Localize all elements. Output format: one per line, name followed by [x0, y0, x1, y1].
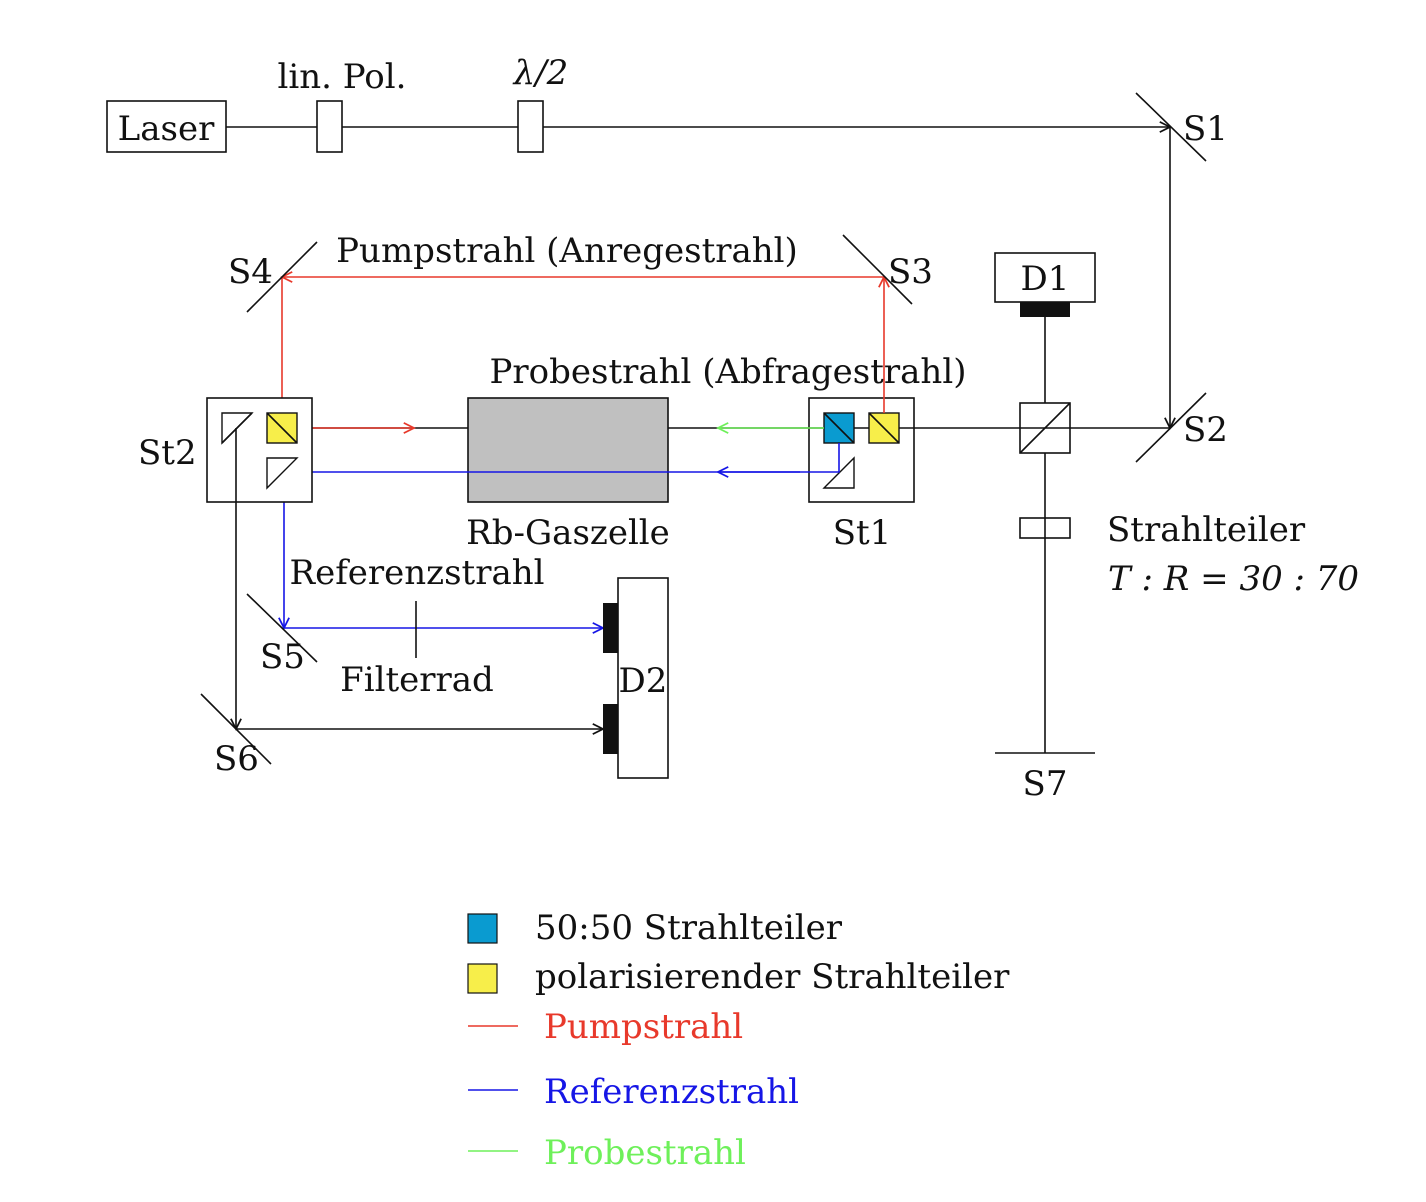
reference-beam-label: Referenzstrahl — [289, 553, 544, 593]
mirror-s1-label: S1 — [1183, 109, 1228, 149]
st1-label: St1 — [833, 513, 892, 553]
legend-label-polarizing: polarisierender Strahlteiler — [535, 957, 1010, 997]
polarizing-splitter-st1-diagonal — [868, 412, 900, 444]
legend-label-probe: Probestrahl — [544, 1133, 746, 1173]
pump-beam-title: Pumpstrahl (Anregestrahl) — [336, 231, 798, 271]
filter-wheel-label: Filterrad — [340, 660, 494, 700]
legend-label-pump: Pumpstrahl — [544, 1007, 743, 1047]
reference-beam-st1 — [284, 443, 840, 472]
detector-d1-label: D1 — [1021, 259, 1070, 299]
linear-polarizer-label: lin. Pol. — [278, 57, 407, 97]
mirror-s2 — [1135, 392, 1207, 463]
detector-d2-sensor-top — [603, 603, 618, 653]
detector-d1-sensor — [1020, 302, 1070, 317]
ratio-label: T : R = 30 : 70 — [1108, 559, 1359, 599]
legend-swatch-5050 — [467, 913, 498, 944]
splitter-5050-st1-diagonal — [823, 412, 855, 444]
detector-d2-label: D2 — [619, 661, 668, 701]
laser-box — [106, 100, 227, 153]
detector-d2 — [617, 577, 669, 779]
linear-polarizer — [316, 100, 343, 153]
mirror-s5-label: S5 — [260, 637, 305, 677]
polarizing-splitter-st2-diagonal — [266, 412, 298, 444]
strahlteiler-label: Strahlteiler — [1107, 510, 1306, 550]
legend: 50:50 Strahlteiler polarisierender Strah… — [467, 908, 1010, 1173]
mirror-s4-label: S4 — [228, 252, 273, 292]
mirror-s3-label: S3 — [888, 252, 933, 292]
prism-st2-top-diagonal — [221, 412, 253, 444]
half-wave-plate — [517, 100, 544, 153]
legend-label-5050: 50:50 Strahlteiler — [535, 908, 843, 948]
detector-d2-sensor-bottom — [603, 704, 618, 754]
mirror-s3 — [842, 234, 913, 305]
prism-st2-bottom — [266, 457, 299, 490]
laser-label: Laser — [118, 109, 215, 149]
mirror-s2-label: S2 — [1183, 410, 1228, 450]
legend-swatch-polarizing — [467, 963, 498, 994]
prism-st1 — [822, 456, 855, 489]
mirror-s5 — [246, 593, 318, 663]
half-wave-plate-label: λ/2 — [512, 53, 569, 93]
probe-beam-title: Probestrahl (Abfragestrahl) — [490, 352, 967, 392]
mirror-s4 — [246, 241, 318, 313]
mirror-s6 — [200, 693, 272, 765]
mirror-s7-label: S7 — [1023, 764, 1068, 804]
st2-label: St2 — [138, 433, 197, 473]
mirror-s1 — [1135, 92, 1207, 162]
rb-cell-label: Rb-Gaszelle — [466, 513, 670, 553]
legend-label-reference: Referenzstrahl — [544, 1072, 799, 1112]
mirror-s6-label: S6 — [214, 739, 259, 779]
rb-gas-cell — [467, 397, 669, 503]
